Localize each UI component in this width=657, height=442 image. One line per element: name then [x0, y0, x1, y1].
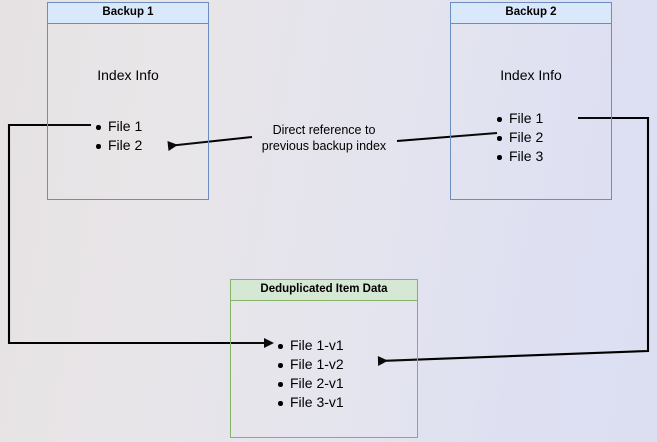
list-item: File 1-v2: [276, 355, 344, 374]
node-dedup-body: File 1-v1 File 1-v2 File 2-v1 File 3-v1: [231, 301, 417, 436]
node-backup-1-header: Backup 1: [48, 3, 208, 24]
dedup-file-list: File 1-v1 File 1-v2 File 2-v1 File 3-v1: [276, 336, 344, 412]
node-backup-1-body: Index Info File 1 File 2: [48, 24, 208, 198]
backup-2-file-list: File 1 File 2 File 3: [495, 109, 543, 166]
list-item: File 1: [94, 117, 142, 136]
edge-label-direct-reference: Direct reference to previous backup inde…: [261, 123, 387, 153]
backup-1-file-list: File 1 File 2: [94, 117, 142, 155]
node-backup-2-body: Index Info File 1 File 2 File 3: [451, 24, 611, 198]
node-backup-2[interactable]: Backup 2 Index Info File 1 File 2 File 3: [450, 2, 612, 200]
backup-1-index-info-title: Index Info: [97, 67, 159, 83]
node-deduplicated-item-data[interactable]: Deduplicated Item Data File 1-v1 File 1-…: [230, 279, 418, 438]
list-item: File 1-v1: [276, 336, 344, 355]
node-backup-1[interactable]: Backup 1 Index Info File 1 File 2: [47, 2, 209, 200]
node-dedup-header: Deduplicated Item Data: [231, 280, 417, 301]
list-item: File 3-v1: [276, 393, 344, 412]
list-item: File 1: [495, 109, 543, 128]
list-item: File 2-v1: [276, 374, 344, 393]
node-backup-2-header: Backup 2: [451, 3, 611, 24]
list-item: File 2: [94, 136, 142, 155]
list-item: File 3: [495, 147, 543, 166]
list-item: File 2: [495, 128, 543, 147]
backup-2-index-info-title: Index Info: [500, 67, 562, 83]
